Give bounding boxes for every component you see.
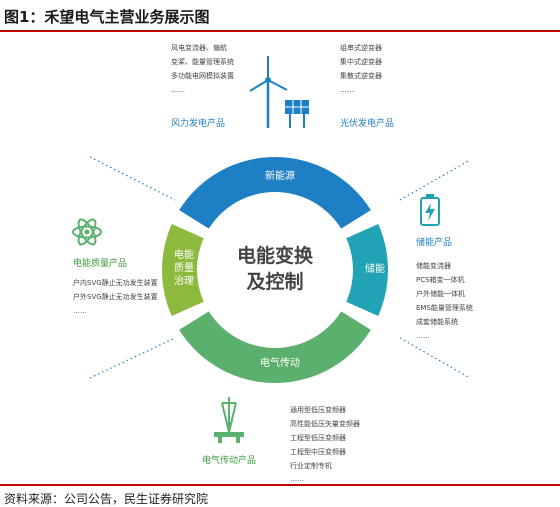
ring-label-drive: 电气传动 — [260, 356, 300, 369]
ring-segment-storage — [346, 224, 389, 316]
footer-rule — [0, 484, 560, 486]
list-item: …… — [290, 475, 304, 482]
ring-label-quality-3: 治理 — [174, 274, 194, 287]
source-note: 资料来源：公司公告，民生证券研究院 — [4, 492, 209, 506]
solar-category-label: 光伏发电产品 — [340, 117, 394, 129]
wind-category-label: 风力发电产品 — [171, 117, 225, 129]
list-item: 成套储能系统 — [416, 317, 458, 326]
connector-line-bottom-left — [89, 337, 176, 379]
solar-panel-icon — [285, 100, 309, 128]
list-item: 变桨、能量管理系统 — [171, 57, 234, 66]
connector-line-top-left — [89, 156, 176, 201]
ring-label-quality-2: 质量 — [174, 262, 194, 274]
oil-rig-icon — [214, 397, 244, 443]
center-text-line1: 电能变换 — [237, 244, 314, 267]
quality-category-label: 电能质量产品 — [73, 257, 127, 269]
atom-icon — [72, 218, 102, 246]
list-item: …… — [416, 332, 430, 340]
solar-product-list: 组串式逆变器 集中式逆变器 集散式逆变器 …… — [340, 43, 382, 94]
ring-segment-new-energy — [179, 156, 371, 229]
battery-icon — [420, 194, 440, 226]
quality-product-list: 户内SVG静止无功发生装置 户外SVG静止无功发生装置 …… — [73, 278, 158, 315]
storage-product-list: 储能变流器 PCS箱变一体机 户外储能一体机 EMS能量管理系统 成套储能系统 … — [416, 261, 473, 340]
list-item: 组串式逆变器 — [340, 43, 382, 52]
title-rule — [0, 30, 560, 32]
wind-turbine-icon — [249, 56, 288, 128]
wind-product-list: 风电变流器、偏航 变桨、能量管理系统 多功能电网模拟装置 …… — [171, 43, 234, 94]
list-item: 高性能低压矢量变频器 — [290, 419, 360, 428]
list-item: 户外储能一体机 — [416, 289, 465, 298]
storage-category-label: 储能产品 — [416, 236, 452, 248]
drive-product-list: 通用型低压变频器 高性能低压矢量变频器 工程型低压变频器 工程型中压变频器 行业… — [290, 405, 360, 482]
ring-label-storage: 储能 — [365, 262, 385, 275]
list-item: 集中式逆变器 — [340, 57, 382, 66]
business-diagram: 电能变换 及控制 新能源 储能 电气传动 电能 质量 治理 风电变流器、偏航 变… — [72, 43, 473, 482]
list-item: 通用型低压变频器 — [290, 405, 346, 414]
list-item: 多功能电网模拟装置 — [171, 71, 234, 80]
ring-segment-quality — [162, 224, 204, 316]
ring-label-quality-1: 电能 — [174, 248, 194, 261]
list-item: PCS箱变一体机 — [416, 275, 465, 284]
center-text-line2: 及控制 — [246, 270, 303, 293]
list-item: 集散式逆变器 — [340, 71, 382, 80]
list-item: 户外SVG静止无功发生装置 — [73, 292, 158, 301]
connector-line-top-right — [399, 159, 471, 201]
list-item: 储能变流器 — [416, 261, 451, 270]
list-item: …… — [171, 86, 185, 94]
ring-label-new-energy: 新能源 — [265, 169, 295, 182]
list-item: 风电变流器、偏航 — [171, 43, 227, 52]
list-item: 户内SVG静止无功发生装置 — [73, 278, 158, 287]
list-item: …… — [73, 307, 87, 315]
list-item: 工程型中压变频器 — [290, 447, 346, 456]
drive-category-label: 电气传动产品 — [202, 454, 256, 466]
list-item: …… — [340, 86, 354, 94]
list-item: EMS能量管理系统 — [416, 303, 473, 312]
figure-title: 图1：禾望电气主营业务展示图 — [4, 8, 210, 26]
ring-segment-drive — [179, 311, 371, 383]
connector-line-bottom-right — [399, 337, 471, 379]
list-item: 工程型低压变频器 — [290, 433, 346, 442]
list-item: 行业定制专机 — [290, 461, 332, 470]
